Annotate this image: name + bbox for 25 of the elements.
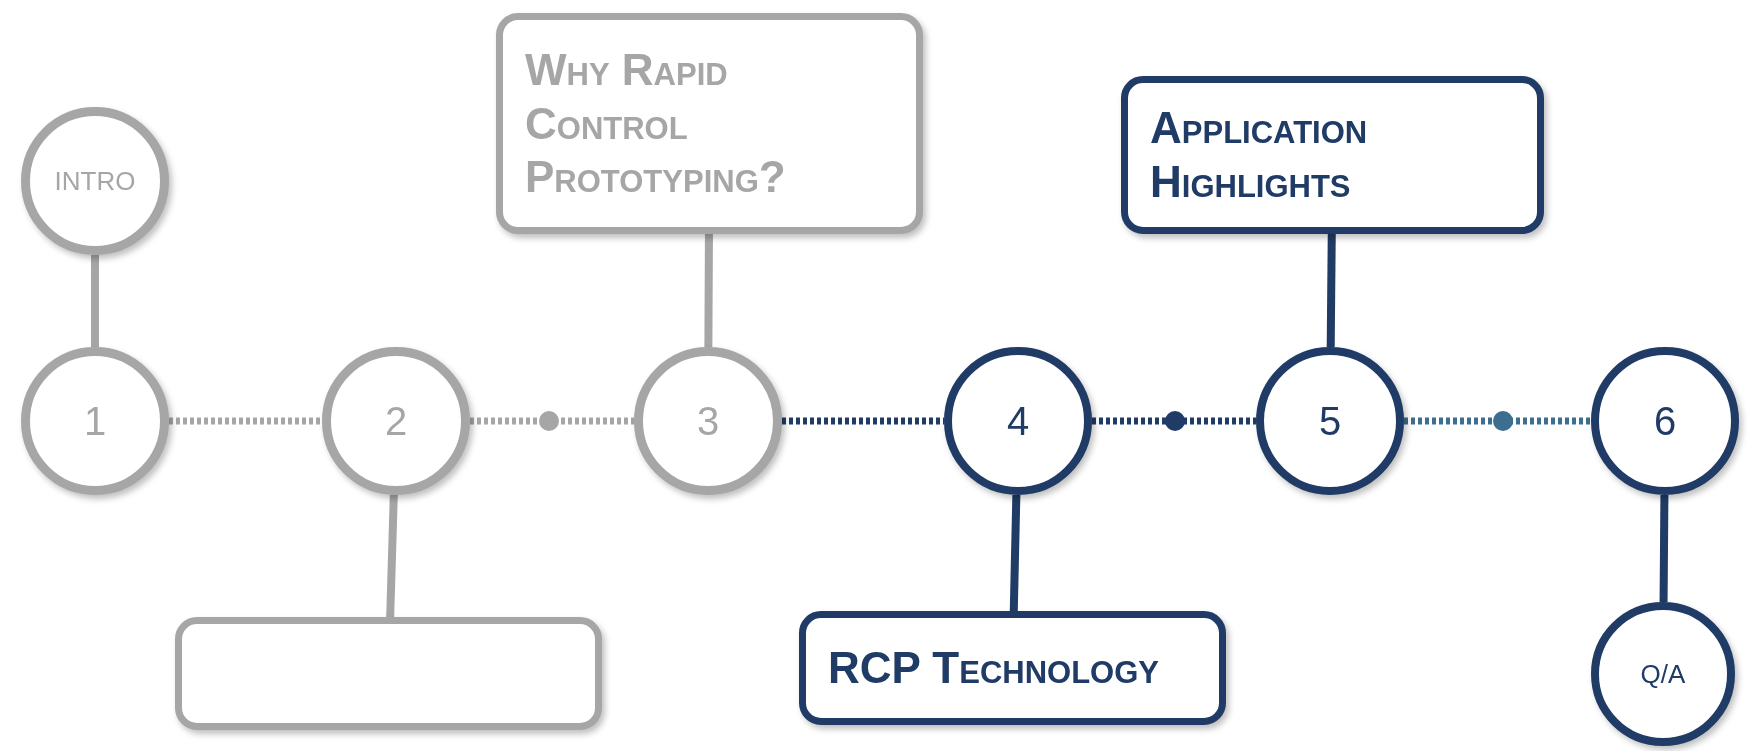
connector-line <box>1659 494 1669 603</box>
dotted-connector <box>169 417 322 425</box>
agenda-number: 2 <box>384 398 408 444</box>
dotted-connector <box>1404 417 1591 425</box>
connector-line <box>1009 494 1021 612</box>
connector-line <box>1326 233 1336 348</box>
agenda-number: 3 <box>696 398 720 444</box>
agenda-title: RCP Technology <box>828 642 1159 695</box>
agenda-number: Q/A <box>1640 658 1686 690</box>
agenda-box <box>175 617 602 730</box>
agenda-box <box>799 611 1226 725</box>
agenda-box <box>496 13 923 234</box>
connector-line <box>91 255 99 347</box>
agenda-number: INTRO <box>54 165 136 197</box>
agenda-box <box>1121 76 1544 234</box>
agenda-number: 6 <box>1653 398 1677 444</box>
connector-line <box>704 234 713 348</box>
agenda-title: Application Highlights <box>1150 102 1369 208</box>
dotted-connector <box>1092 417 1256 425</box>
dotted-connector <box>470 417 634 425</box>
agenda-number: 5 <box>1318 398 1342 444</box>
agenda-title: Why Rapid Control Prototyping? <box>525 44 787 204</box>
agenda-number: 4 <box>1006 398 1030 444</box>
agenda-number: 1 <box>83 398 107 444</box>
connector-line <box>386 494 398 618</box>
